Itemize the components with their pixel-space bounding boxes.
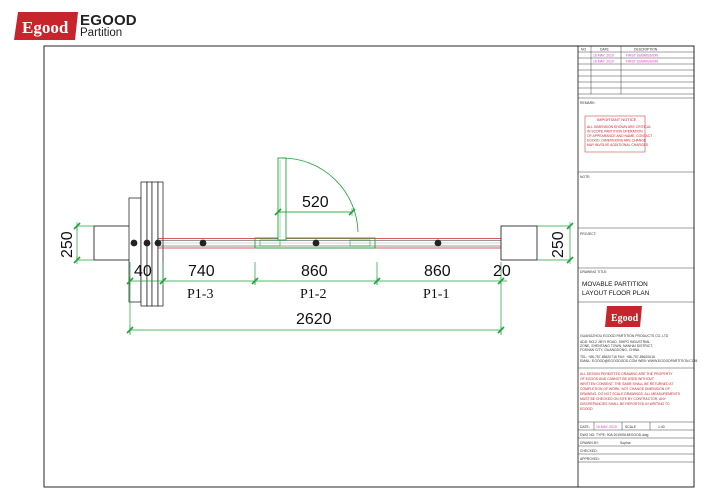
approved-label: APPROVED: [580,457,600,461]
rev-row-2-date: 16.MAY. 2019 [593,60,614,64]
door-swing-arc [281,157,359,233]
copyright-line-2: OF EGOOD AND CANNOT BE USED WITHOUT [580,377,654,381]
contact-line-1: TEL: +86-757-85620716 FAX: +86-757-85620… [580,355,655,359]
dwg-value: TYPE: 90A 20190516EGOOD.dwg [596,433,649,437]
dim-860-b: 860 [424,263,451,280]
copyright-line-1: ALL DESIGN PERMITTED DRAWING ARE THE PRO… [580,372,673,376]
rev-row-1-date: 16.MAY. 2019 [593,54,614,58]
copyright-line-4: COMPLETION OF WORK. NOT CHANGE DIMENSION… [580,387,670,391]
drawn-value: Sophia [620,441,631,445]
egood-logo-mark: Egood [14,12,78,40]
logo-mark-text: Egood [22,18,69,37]
company-name: GUANGZHOU EGOOD PARTITION PRODUCTS CO.,L… [580,334,669,338]
copyright-line-3: WRITTEN CONSENT. THE SAME SHALL BE RETUR… [580,382,673,386]
copyright-line-8: EGOOD [580,407,593,411]
track-rollers [199,239,442,247]
left-wall-block [93,225,131,261]
panel-stack [128,181,164,307]
drawn-label: DRAWN BY: [580,441,599,445]
title-block-logo: Egood [605,306,642,327]
remark-label: REMARK: [580,101,596,105]
title-block [578,46,694,463]
panel-label-p1-1: P1-1 [423,287,449,302]
dim-860-a: 860 [301,263,328,280]
address-line-2: ZONE, SHENTANG TOWN, NANHAI DISTRICT, [580,344,653,348]
copyright-line-5: DRAWING. DO NOT SCALE DRAWINGS. ALL MEAS… [580,392,681,396]
drawing-title-label: DRAWING TITLE: [580,270,607,274]
notice-line-4: EGOOD. DIMENSIONS ARE CHANGE [587,139,647,143]
dim-20: 20 [493,263,511,280]
partition-track [158,238,501,249]
drawing-title-2: LAYOUT FLOOR PLAN [582,290,650,297]
panel-label-p1-3: P1-3 [187,287,213,302]
scale-value: 1:40 [658,425,665,429]
notice-line-5: MAY INVOLVE ADDITIONAL CHARGES [587,143,649,147]
date-label: DATE: [580,425,590,429]
notice-line-2: IN SCOPE PARTITION OPERATION [587,130,643,134]
brand-name: EGOOD [80,12,137,29]
note-label: NOTE: [580,175,590,179]
checked-label: CHECKED: [580,449,598,453]
project-label: PROJECT: [580,232,596,236]
contact-line-2: EMAIL: EGOOD@EGOODGDD.COM WEB: WWW.EGOOD… [580,359,697,363]
dim-740: 740 [188,263,215,280]
rev-header-desc: DESCRIPTION [634,48,658,52]
copyright-line-7: DISCREPANCIES SHALL BE REPORTED IN WRITI… [580,402,670,406]
notice-line-1: ALL DIMENSION SHOWN ARE CRITICAL [587,125,651,129]
date-value: 16.MAY. 2019 [596,425,617,429]
drawing-title-1: MOVABLE PARTITION [582,281,648,288]
sheet-border [43,45,695,488]
rev-row-1-desc: FIRST SUBMISSION [626,54,659,58]
dim-250-right: 250 [550,231,567,258]
dim-520: 520 [302,194,329,211]
dim-2620: 2620 [296,311,332,328]
title-block-logo-text: Egood [611,313,639,324]
brand-sub: Partition [80,27,123,39]
right-wall-block [500,225,538,261]
scale-label: SCALE [625,425,637,429]
notice-title: IMPORTANT NOTICE [597,117,637,122]
rev-header-date: DATE [600,48,610,52]
copyright-line-6: MUST BE CHECKED ON SITE BY CONTRACTOR. A… [580,397,667,401]
address-line-3: FOSHAN CITY, GUANGDONG, CHINA [580,348,640,352]
rev-header-no: NO [581,48,586,52]
panel-label-p1-2: P1-2 [300,287,326,302]
pass-door [254,157,376,249]
dim-40: 40 [134,263,152,280]
notice-line-3: OF APPEARANCE AND NAME, CONTACT [587,134,652,138]
rev-row-2-desc: FIRST SUBMISSION [626,60,659,64]
address-line-1: ADD: NO.2 JIEYI ROAD, SHIPO INDUSTRIAL [580,340,650,344]
dwg-label: DWG NO: [580,433,595,437]
dim-250-left: 250 [59,231,76,258]
